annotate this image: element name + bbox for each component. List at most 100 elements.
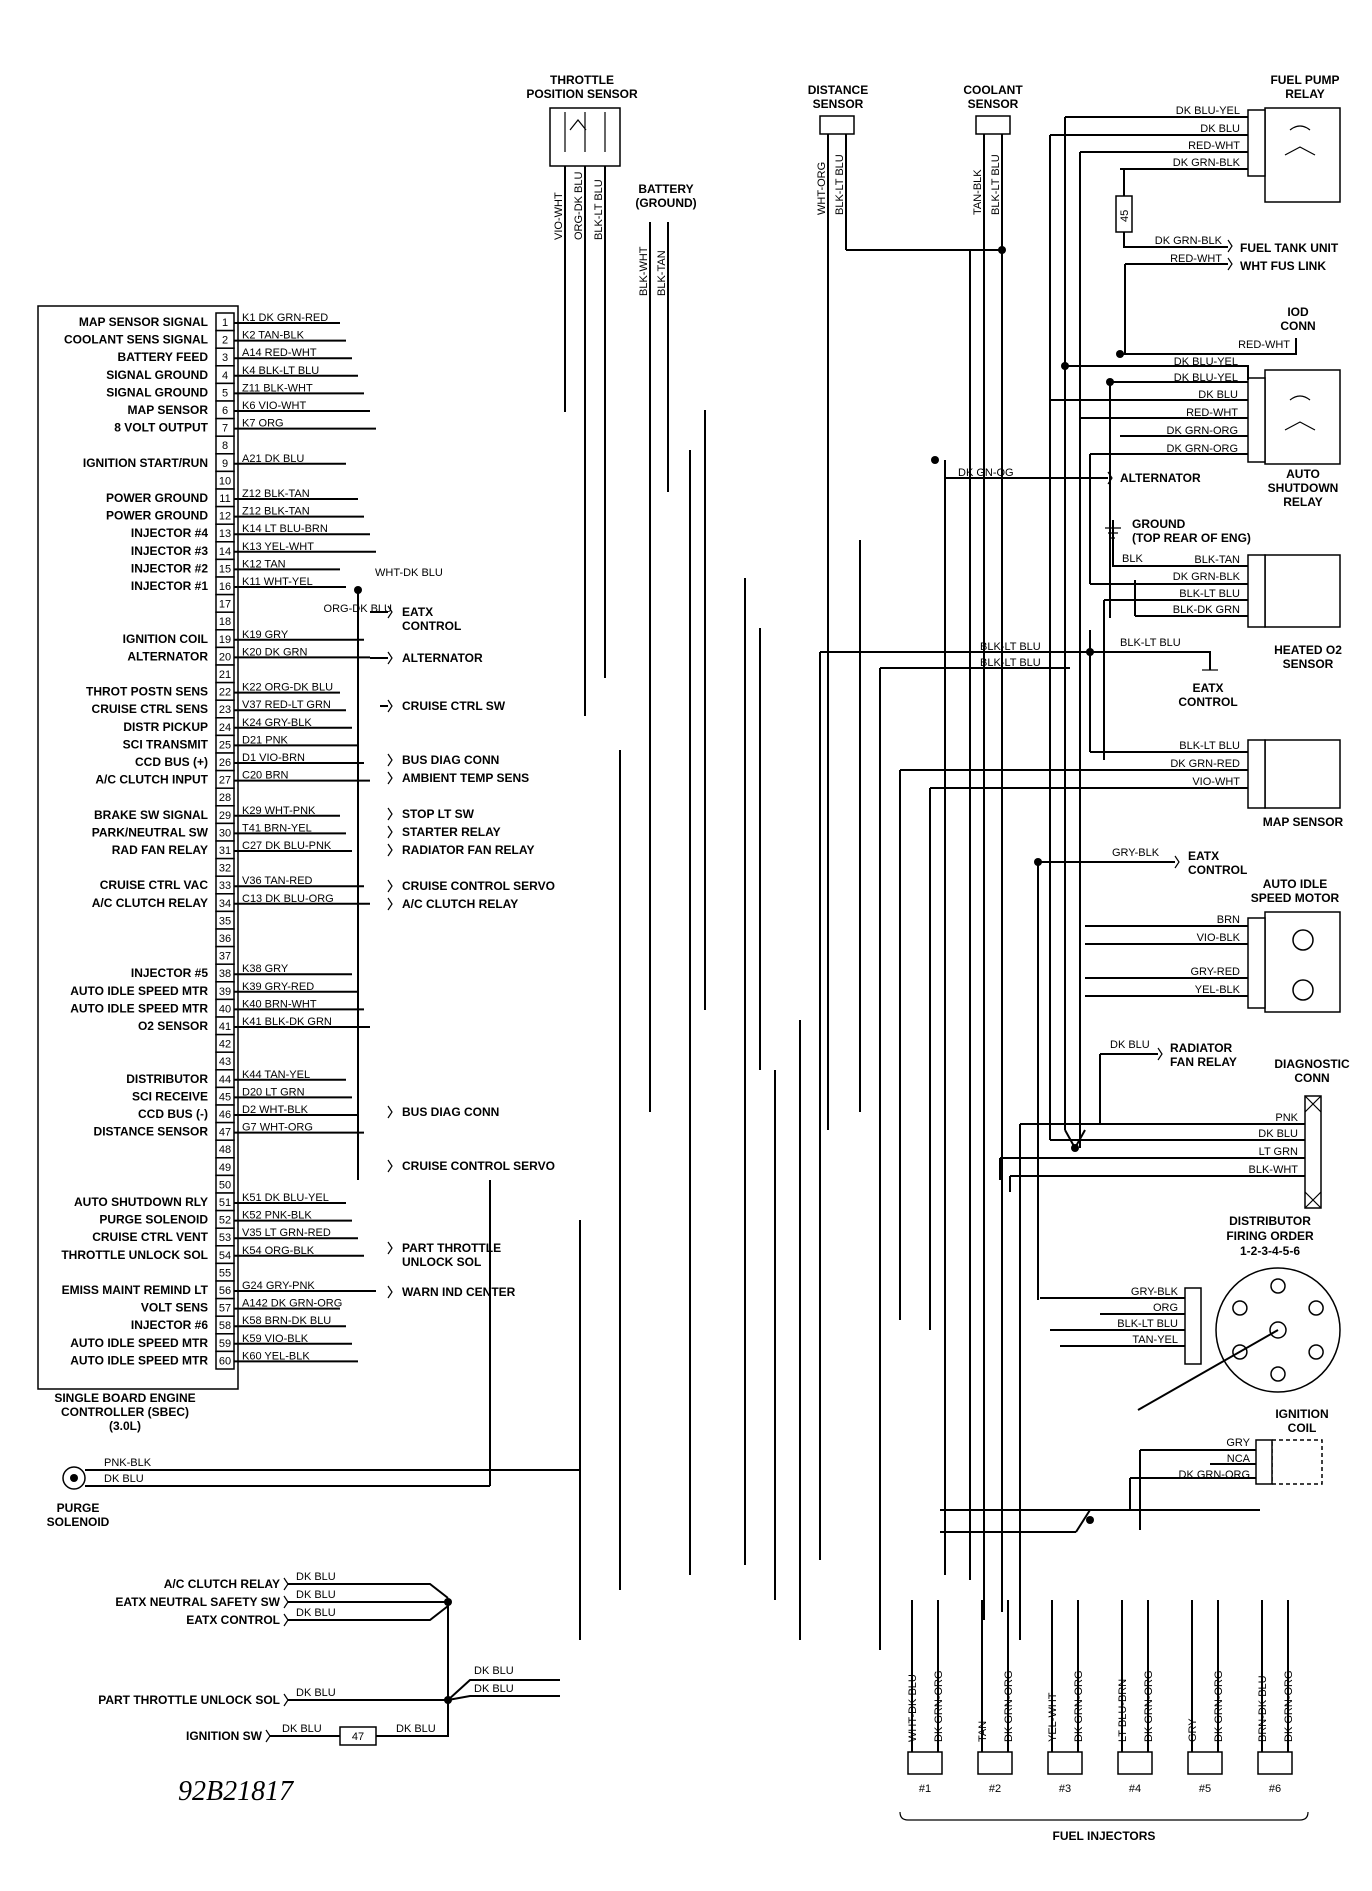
rad-dest-2: FAN RELAY	[1170, 1055, 1237, 1069]
sbec-pin-wire: K39 GRY-RED	[242, 981, 314, 993]
callout-dest: STOP LT SW	[402, 807, 475, 821]
alt-wire: DK GN-OG	[958, 467, 1014, 479]
tank-wire-2: RED-WHT	[1170, 253, 1222, 265]
sbec-pin-number: 8	[222, 440, 228, 452]
throttle-position-sensor: THROTTLE POSITION SENSOR VIO-WHT ORG-DK …	[526, 73, 638, 716]
sbec-pin-number: 30	[219, 827, 231, 839]
ignsw-wire: DK BLU	[282, 1723, 322, 1735]
asd-wire-3: DK BLU	[1198, 389, 1238, 401]
sbec-pin-number: 53	[219, 1232, 231, 1244]
injectors-title: FUEL INJECTORS	[1053, 1829, 1156, 1843]
sbec-pin-function: SCI RECEIVE	[132, 1089, 208, 1103]
callout-dest: RADIATOR FAN RELAY	[402, 843, 534, 857]
map-wire-2: DK GRN-RED	[1170, 758, 1240, 770]
sbec-pin-wire: A21 DK BLU	[242, 453, 304, 465]
diag-wire-4: BLK-WHT	[1249, 1164, 1299, 1176]
diag-wire-1: PNK	[1275, 1112, 1298, 1124]
fuel-pump-relay: FUEL PUMP RELAY DK BLU-YEL DK BLU RED-WH…	[1050, 73, 1341, 248]
sbec-pin-number: 39	[219, 986, 231, 998]
asd-title-3: RELAY	[1283, 495, 1323, 509]
distance-connector	[819, 115, 855, 135]
callout-dest-2: UNLOCK SOL	[402, 1255, 481, 1269]
ground-title-1: GROUND	[1132, 517, 1186, 531]
sbec-pin-number: 31	[219, 845, 231, 857]
injector-wire-1: GRY	[1187, 1718, 1199, 1742]
injector-wire-2: DK GRN-ORG	[1283, 1671, 1295, 1743]
injector-number: #1	[919, 1783, 931, 1795]
injector-wire-2: DK GRN-ORG	[1143, 1671, 1155, 1743]
sbec-pin-number: 60	[219, 1355, 231, 1367]
sbec-pin-function: MAP SENSOR	[128, 403, 209, 417]
sbec-pin-function: AUTO IDLE SPEED MTR	[70, 984, 208, 998]
sbec-pin-function: SIGNAL GROUND	[106, 368, 208, 382]
fpr-connector	[1247, 109, 1266, 177]
tps-title-1: THROTTLE	[550, 73, 614, 87]
sbec-pin-wire: K60 YEL-BLK	[242, 1350, 310, 1362]
eatx2-dest-1: EATX	[1188, 849, 1219, 863]
ignition-coil: IGNITION COIL GRY NCA DK GRN-ORG	[1130, 1407, 1329, 1485]
sbec-pin-number: 43	[219, 1056, 231, 1068]
sbec-pin-wire: C20 BRN	[242, 770, 289, 782]
sbec-pin-wire: K19 GRY	[242, 629, 289, 641]
sbec-pin-wire: C27 DK BLU-PNK	[242, 840, 332, 852]
injector-body	[1117, 1751, 1153, 1775]
sbec-pin-function: AUTO IDLE SPEED MTR	[70, 1001, 208, 1015]
fuse-45-label: 45	[1119, 210, 1131, 222]
sbec-pin-wire: G7 WHT-ORG	[242, 1122, 313, 1134]
asd-wire-1: DK BLU-YEL	[1174, 356, 1238, 368]
ignsw-wire2: DK BLU	[396, 1723, 436, 1735]
sbec-pin-number: 10	[219, 475, 231, 487]
part-throttle-unlock: PART THROTTLE UNLOCK SOL DK BLU DK BLU D…	[98, 1665, 560, 1707]
callout-dest-2: CONTROL	[402, 619, 461, 633]
sbec-pin-number: 3	[222, 352, 228, 364]
o2-wire-3: BLK-LT BLU	[1179, 588, 1240, 600]
diag-body	[1304, 1095, 1322, 1209]
coil-wire-3: DK GRN-ORG	[1179, 1469, 1251, 1481]
injector-number: #2	[989, 1783, 1001, 1795]
sbec-pin-number: 44	[219, 1074, 231, 1086]
sbec-pin-wire: K22 ORG-DK BLU	[242, 682, 333, 694]
distance-sensor: DISTANCE SENSOR WHT-ORG BLK-LT BLU	[808, 83, 868, 1130]
purge-solenoid: PNK-BLK DK BLU PURGE SOLENOID	[47, 1457, 580, 1529]
purge-wire-2: DK BLU	[104, 1473, 144, 1485]
battery-ground: BATTERY (GROUND) BLK-WHT BLK-TAN	[635, 182, 697, 492]
sbec-title-1: SINGLE BOARD ENGINE	[54, 1391, 195, 1405]
sbec-pin-number: 19	[219, 634, 231, 646]
sbec-pin-function: CCD BUS (-)	[138, 1107, 208, 1121]
sbec-box	[37, 305, 239, 1390]
sbec-pin-wire: V37 RED-LT GRN	[242, 699, 331, 711]
sbec-pin-number: 57	[219, 1303, 231, 1315]
sbec-pin-function: EMISS MAINT REMIND LT	[62, 1283, 209, 1297]
distance-wire-1: WHT-ORG	[816, 162, 828, 215]
sbec-pin-wire: K44 TAN-YEL	[242, 1069, 310, 1081]
distributor-terminal	[1232, 1300, 1248, 1316]
eatx-title-1: EATX	[1192, 681, 1223, 695]
sbec-pin-number: 42	[219, 1039, 231, 1051]
injector-number: #6	[1269, 1783, 1281, 1795]
callout-dest: CRUISE CONTROL SERVO	[402, 1159, 555, 1173]
sbec-pin-wire: V36 TAN-RED	[242, 875, 313, 887]
sbec-pin-number: 28	[219, 792, 231, 804]
callout-dest: STARTER RELAY	[402, 825, 501, 839]
sbec-pin-number: 9	[222, 458, 228, 470]
callout-dest: ALTERNATOR	[402, 651, 483, 665]
sbec-pin-number: 23	[219, 704, 231, 716]
callout-arrow	[387, 1159, 393, 1173]
callout-dest: EATX	[402, 605, 433, 619]
callout-arrow	[387, 825, 393, 839]
sbec-pin-number: 47	[219, 1127, 231, 1139]
injector-number: #4	[1129, 1783, 1141, 1795]
ais-connector	[1247, 917, 1266, 1009]
sbec-pin-number: 12	[219, 511, 231, 523]
sbec-pin-wire: K2 TAN-BLK	[242, 330, 305, 342]
diag-wire-2: DK BLU	[1258, 1128, 1298, 1140]
sbec-pin-function: BRAKE SW SIGNAL	[94, 808, 208, 822]
ignition-switch: IGNITION SW DK BLU 47 DK BLU	[186, 1700, 449, 1746]
coolant-title-1: COOLANT	[963, 83, 1023, 97]
sbec-pin-function: DISTR PICKUP	[123, 720, 208, 734]
injector-wires	[911, 1600, 939, 1762]
callout-arrow	[387, 1105, 393, 1119]
o2-title-2: SENSOR	[1283, 657, 1334, 671]
